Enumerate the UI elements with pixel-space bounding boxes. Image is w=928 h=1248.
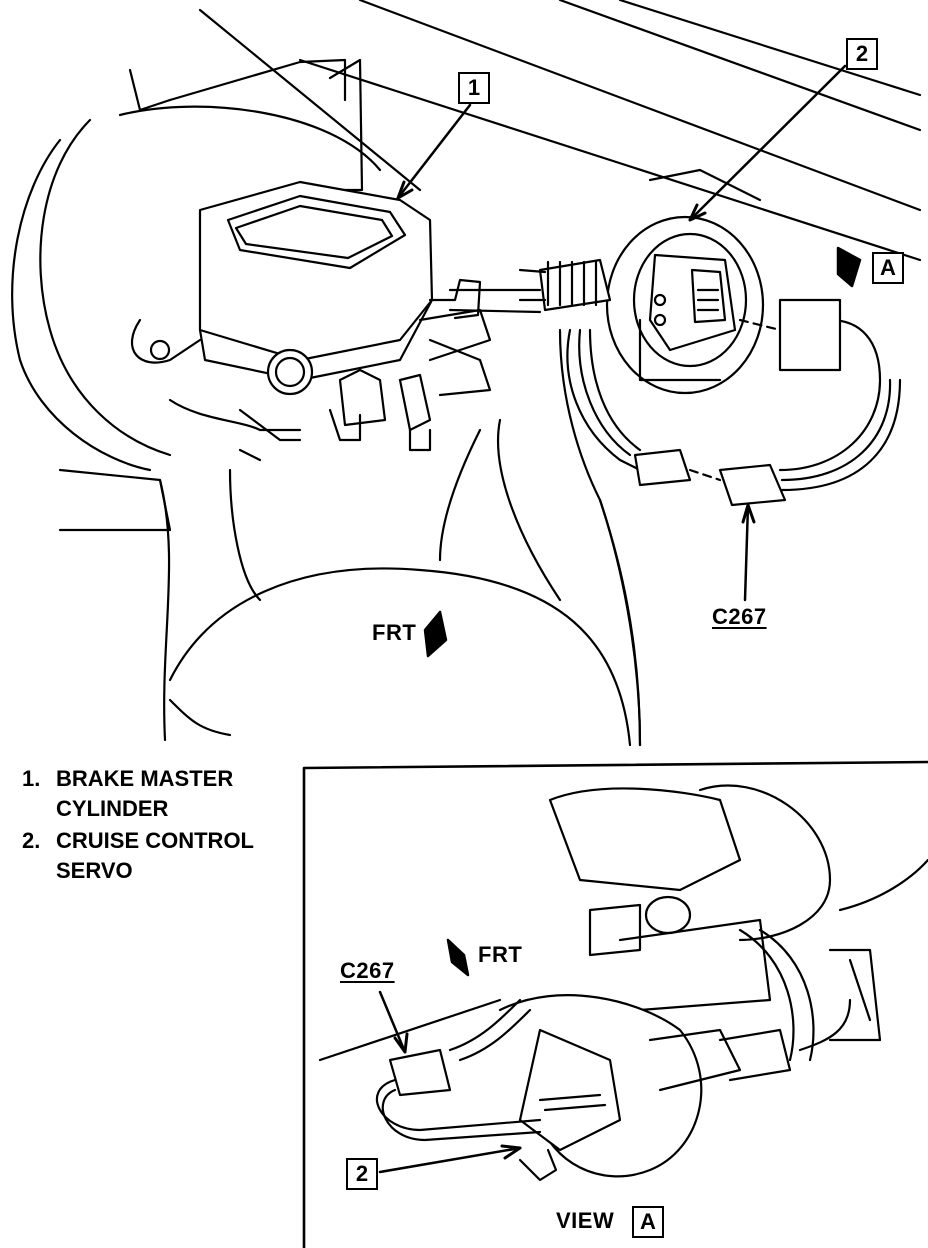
view-a-callout-servo: 2 [346, 1158, 378, 1190]
legend-item-1: 1. BRAKE MASTER [22, 766, 234, 791]
front-direction-label: FRT [372, 620, 417, 645]
brake-lines [168, 398, 302, 462]
view-a-title-box: A [632, 1206, 664, 1238]
view-a-front-label: FRT [478, 942, 523, 967]
callout-cruise-servo: 2 [846, 38, 878, 70]
view-a-connector-label: C267 [340, 958, 395, 983]
harness-main [566, 298, 902, 507]
connector-label-c267: C267 [712, 604, 767, 629]
callout-view-a: A [872, 252, 904, 284]
master-cylinder [130, 180, 492, 452]
brake-booster [11, 105, 382, 472]
callout-master-cylinder: 1 [458, 72, 490, 104]
view-a-drawing [318, 784, 928, 1182]
cruise-servo [428, 215, 765, 395]
fender [58, 328, 642, 747]
legend-item-2: 2. CRUISE CONTROL [22, 828, 254, 853]
arrows-view-a [378, 938, 522, 1174]
view-a-title: VIEW [556, 1208, 615, 1233]
body-panel-lines [128, 0, 922, 262]
view-a-frame [302, 760, 928, 1248]
legend: 1. BRAKE MASTER CYLINDER 2. CRUISE CONTR… [22, 766, 254, 883]
arrows-main [396, 64, 862, 658]
